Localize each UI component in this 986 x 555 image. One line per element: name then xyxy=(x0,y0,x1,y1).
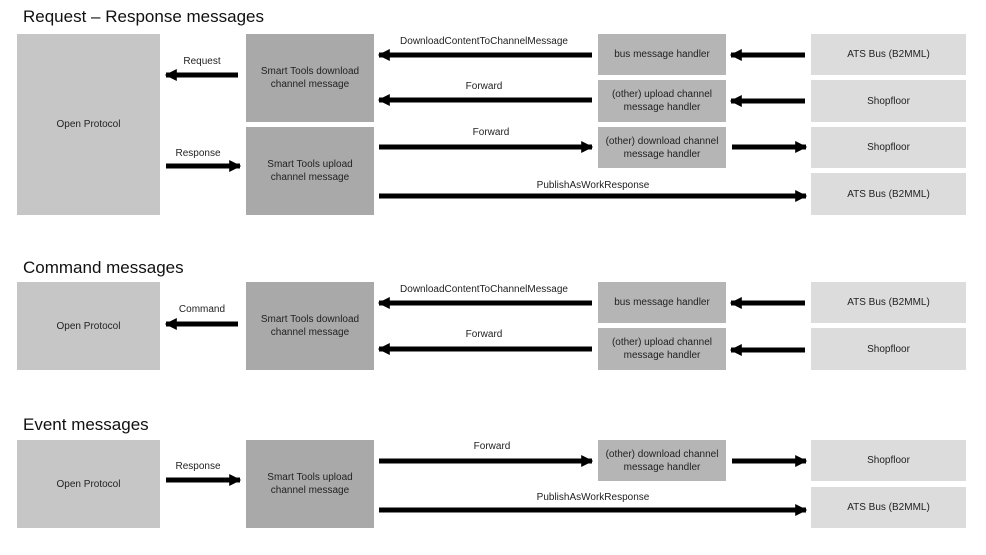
arrow-label-download-content: DownloadContentToChannelMessage xyxy=(400,284,568,295)
open-protocol-label: Open Protocol xyxy=(56,119,121,130)
arrow-label-forward: Forward xyxy=(465,81,503,92)
other-download-handler-label: (other) download channel message handler xyxy=(605,448,719,473)
arrow-label-response: Response xyxy=(175,461,221,472)
other-download-handler-box: (other) download channel message handler xyxy=(598,127,726,168)
section-title-command: Command messages xyxy=(23,258,184,277)
shopfloor-label: Shopfloor xyxy=(867,343,910,355)
st-upload-label: Smart Tools upload channel message xyxy=(267,472,353,496)
arrow-label-request: Request xyxy=(183,56,221,67)
st-upload-label: Smart Tools upload channel message xyxy=(267,159,353,183)
arrow-label-forward: Forward xyxy=(472,127,510,138)
shopfloor-box: Shopfloor xyxy=(811,80,966,122)
ats-bus-box: ATS Bus (B2MML) xyxy=(811,487,966,528)
arrow-label-forward: Forward xyxy=(473,441,511,452)
other-upload-handler-label: (other) upload channel message handler xyxy=(611,337,713,361)
st-upload-box: Smart Tools upload channel message xyxy=(246,127,374,215)
other-upload-handler-label: (other) upload channel message handler xyxy=(611,89,713,113)
ats-bus-box: ATS Bus (B2MML) xyxy=(811,282,966,323)
arrow-label-command: Command xyxy=(178,304,226,315)
bus-handler-label: bus message handler xyxy=(614,297,710,308)
shopfloor-label: Shopfloor xyxy=(867,95,910,107)
st-download-label: Smart Tools download channel message xyxy=(260,66,360,90)
shopfloor-label: Shopfloor xyxy=(867,142,910,153)
bus-handler-box: bus message handler xyxy=(598,282,726,323)
shopfloor-label: Shopfloor xyxy=(867,455,910,466)
st-upload-box: Smart Tools upload channel message xyxy=(246,440,374,528)
other-upload-handler-box: (other) upload channel message handler xyxy=(598,80,726,122)
open-protocol-label: Open Protocol xyxy=(56,320,121,332)
open-protocol-box: Open Protocol xyxy=(17,282,160,370)
st-download-label: Smart Tools download channel message xyxy=(260,314,360,338)
ats-bus-label: ATS Bus (B2MML) xyxy=(847,188,930,200)
section-title-request-response: Request – Response messages xyxy=(23,7,264,26)
open-protocol-box: Open Protocol xyxy=(17,34,160,215)
st-download-box: Smart Tools download channel message xyxy=(246,282,374,370)
other-download-handler-label: (other) download channel message handler xyxy=(605,135,719,160)
arrow-label-response: Response xyxy=(175,148,221,159)
shopfloor-box: Shopfloor xyxy=(811,127,966,168)
shopfloor-box: Shopfloor xyxy=(811,440,966,481)
ats-bus-label: ATS Bus (B2MML) xyxy=(847,502,930,513)
bus-handler-label: bus message handler xyxy=(614,49,710,60)
bus-handler-box: bus message handler xyxy=(598,34,726,75)
arrow-label-publish: PublishAsWorkResponse xyxy=(536,180,650,191)
other-upload-handler-box: (other) upload channel message handler xyxy=(598,328,726,370)
section-title-event: Event messages xyxy=(23,415,149,434)
arrow-label-forward: Forward xyxy=(465,329,503,340)
other-download-handler-box: (other) download channel message handler xyxy=(598,440,726,481)
ats-bus-box: ATS Bus (B2MML) xyxy=(811,34,966,75)
arrow-label-download-content: DownloadContentToChannelMessage xyxy=(400,36,568,47)
arrow-label-publish: PublishAsWorkResponse xyxy=(536,492,650,503)
open-protocol-label: Open Protocol xyxy=(56,478,121,490)
ats-bus-label: ATS Bus (B2MML) xyxy=(847,49,930,60)
open-protocol-box: Open Protocol xyxy=(17,440,160,528)
ats-bus-box: ATS Bus (B2MML) xyxy=(811,173,966,215)
shopfloor-box: Shopfloor xyxy=(811,328,966,370)
ats-bus-label: ATS Bus (B2MML) xyxy=(847,297,930,308)
st-download-box: Smart Tools download channel message xyxy=(246,34,374,122)
